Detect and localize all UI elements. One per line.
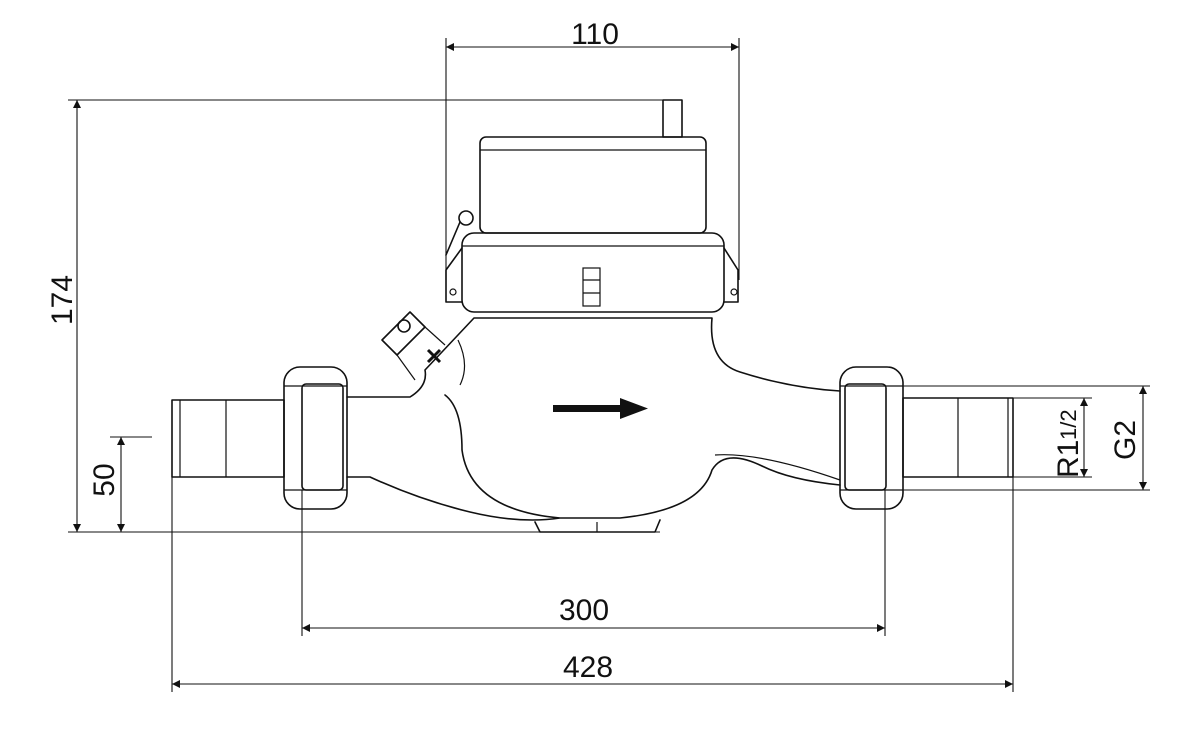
dim-label-50: 50 bbox=[88, 463, 121, 496]
dim-label-r-main: R1 bbox=[1052, 440, 1085, 478]
meter-outline bbox=[171, 99, 1014, 533]
dim-label-g2: G2 bbox=[1109, 420, 1142, 460]
dim-label-300: 300 bbox=[559, 594, 609, 627]
left-tail-piece bbox=[171, 399, 285, 478]
lid-latch bbox=[458, 210, 474, 226]
dimension-lines bbox=[68, 38, 1150, 692]
flow-direction-arrow-icon bbox=[553, 398, 648, 419]
register-ring bbox=[461, 232, 725, 313]
dim-label-110: 110 bbox=[571, 18, 619, 51]
seal-cross-icon bbox=[426, 348, 442, 364]
seal-plug bbox=[381, 311, 446, 381]
dim-label-r-fraction: 1/2 bbox=[1056, 409, 1081, 440]
left-union-nut bbox=[283, 366, 348, 510]
right-union-nut bbox=[839, 366, 904, 510]
register-head bbox=[479, 136, 707, 234]
lid-hinge bbox=[662, 99, 683, 138]
dim-label-428: 428 bbox=[563, 651, 613, 684]
dim-label-174: 174 bbox=[46, 275, 79, 325]
dim-label-r-thread: R1 1/2 bbox=[1052, 409, 1085, 478]
meter-body bbox=[346, 317, 841, 521]
